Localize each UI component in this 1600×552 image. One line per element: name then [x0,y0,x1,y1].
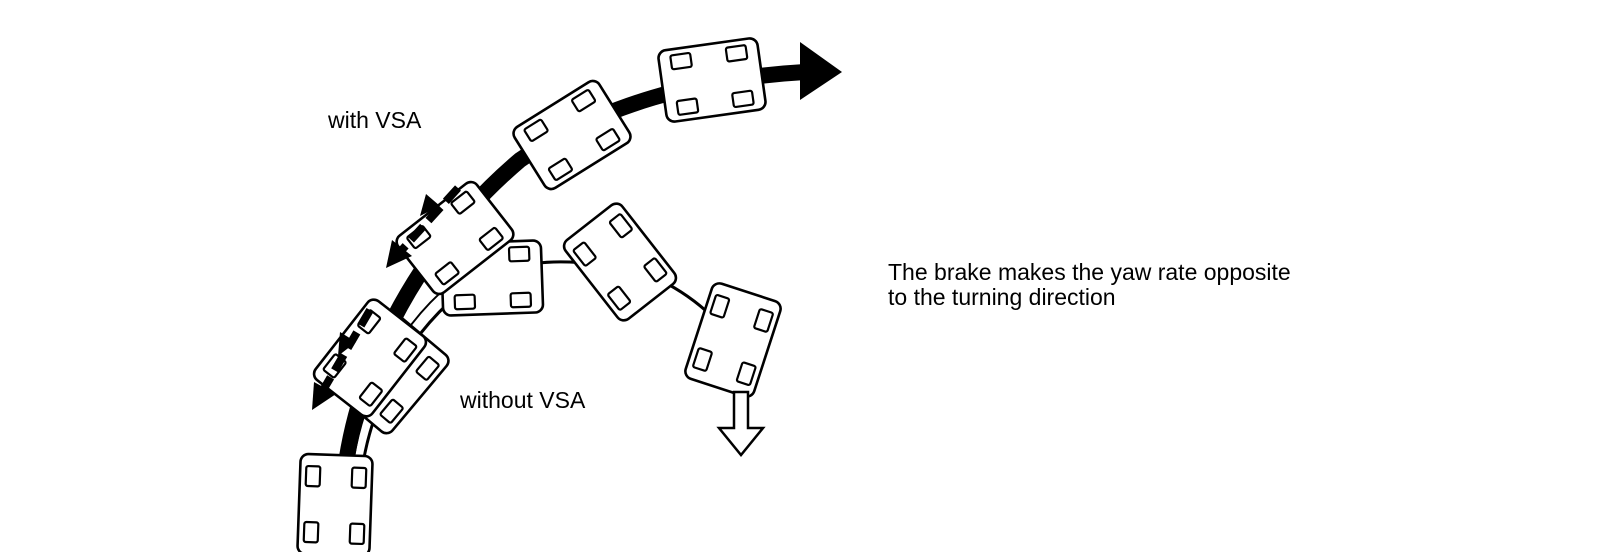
car-with-vsa-3 [509,76,635,194]
car-with-vsa-4 [656,36,768,124]
brake-force-arrow-icon [312,307,374,410]
car-start [295,452,375,552]
explanation-line-1: The brake makes the yaw rate opposite [888,259,1291,285]
label-without-vsa: without VSA [459,387,586,413]
car-without-vsa-4 [682,280,784,400]
hollow-down-arrow-icon [716,390,766,457]
brake-force-arrow-icon [386,185,461,268]
explanation-line-2: to the turning direction [888,284,1116,310]
label-with-vsa: with VSA [327,107,422,133]
car-without-vsa-3 [559,199,681,325]
path-arrow-head [800,42,842,100]
